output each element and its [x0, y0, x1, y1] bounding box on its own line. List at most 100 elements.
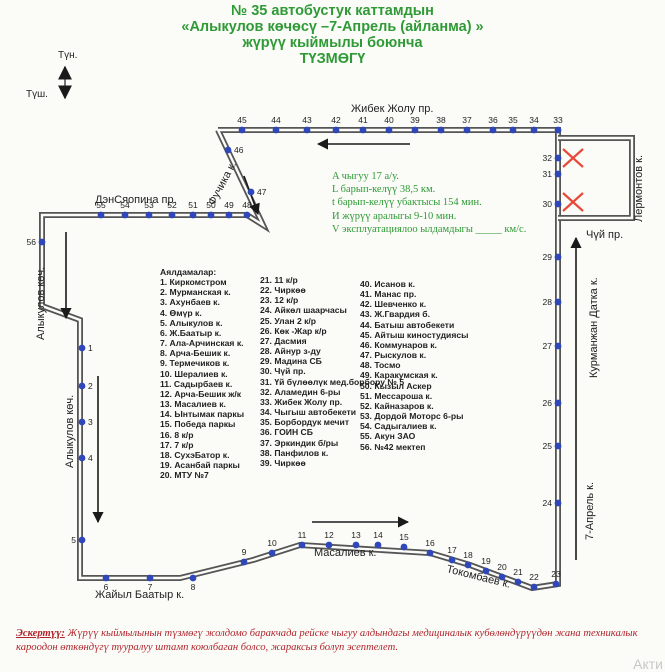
- stop-legend-item: 15. Победа паркы: [160, 419, 236, 430]
- stop-number-30: 30: [543, 199, 553, 209]
- stop-number-29: 29: [543, 252, 553, 262]
- stop-marker-39: [411, 126, 419, 134]
- stop-number-39: 39: [410, 115, 420, 125]
- footnote: Эскертүү: Жүрүү кыймылынын түзмөгү жолдо…: [16, 627, 641, 654]
- stop-marker-21: [514, 578, 522, 586]
- title-line-2: «Алыкулов көчөсү –7-Апрель (айланма) »: [181, 19, 484, 35]
- stop-number-36: 36: [488, 115, 498, 125]
- stop-marker-22: [530, 583, 538, 591]
- stop-legend-item: 13. Масалиев к.: [160, 399, 226, 410]
- stop-marker-11: [298, 541, 306, 549]
- stop-legend-item: 48. Тосмо: [360, 360, 401, 371]
- stop-number-24: 24: [543, 498, 553, 508]
- stop-number-34: 34: [529, 115, 539, 125]
- stop-legend-item: 46. Коммунаров к.: [360, 339, 437, 350]
- stop-marker-49: [225, 211, 233, 219]
- stop-legend-item: 47. Рыскулов к.: [360, 350, 427, 361]
- stops-legend-col-3: 40. Исанов к.41. Манас пр.42. Шевченко к…: [360, 279, 468, 452]
- stop-legend-item: 36. ГОИН СБ: [260, 427, 313, 438]
- stop-legend-item: 11. Садырбаев к.: [160, 378, 233, 389]
- stop-legend-item: 50. Кызыл Аскер: [360, 380, 432, 391]
- stop-number-9: 9: [242, 547, 247, 557]
- stop-legend-item: 21. 11 к/р: [260, 275, 298, 285]
- stop-marker-6: [102, 574, 110, 582]
- stop-number-20: 20: [497, 562, 507, 572]
- stop-number-2: 2: [88, 381, 93, 391]
- stop-number-23: 23: [551, 569, 561, 579]
- stop-legend-item: 2. Мурманская к.: [160, 287, 231, 298]
- stop-marker-32: [554, 154, 562, 162]
- street-alykulov-top: Алыкулов көч.: [35, 267, 47, 340]
- stop-number-4: 4: [88, 453, 93, 463]
- stop-number-6: 6: [104, 582, 109, 592]
- stop-marker-48: [243, 211, 251, 219]
- stop-marker-13: [352, 541, 360, 549]
- stop-legend-item: 49. Каракумская к.: [360, 370, 438, 381]
- stop-number-35: 35: [508, 115, 518, 125]
- stop-number-15: 15: [399, 532, 409, 542]
- stop-legend-item: 23. 12 к/р: [260, 295, 299, 306]
- stop-marker-45: [238, 126, 246, 134]
- stop-legend-item: 32. Аламедин 6-ры: [260, 386, 341, 397]
- stop-legend-item: 52. Кайназаров к.: [360, 400, 434, 411]
- stop-number-17: 17: [447, 545, 457, 555]
- title-line-1: № 35 автобустук каттамдын: [231, 3, 434, 19]
- stop-marker-9: [240, 558, 248, 566]
- watermark: Акти: [633, 656, 663, 672]
- stop-legend-item: 55. Акун ЗАО: [360, 431, 416, 442]
- stop-legend-item: 53. Дордой Моторс 6-ры: [360, 411, 464, 422]
- stop-marker-28: [554, 298, 562, 306]
- street-jaiyl: Жайыл Баатыр к.: [95, 589, 184, 601]
- stop-legend-item: 40. Исанов к.: [360, 279, 415, 289]
- stop-marker-10: [268, 549, 276, 557]
- stop-legend-item: 34. Чыгыш автобекети: [260, 407, 357, 418]
- stop-number-8: 8: [191, 582, 196, 592]
- stop-legend-item: 28. Айнур з-ду: [260, 346, 321, 357]
- stop-legend-item: 16. 8 к/р: [160, 429, 194, 440]
- stop-number-49: 49: [224, 200, 234, 210]
- stop-number-5: 5: [71, 535, 76, 545]
- stop-number-48: 48: [242, 200, 252, 210]
- stop-marker-25: [554, 442, 562, 450]
- stop-marker-41: [359, 126, 367, 134]
- stop-number-12: 12: [324, 530, 334, 540]
- stop-legend-item: 33. Жибек Жолу пр.: [260, 396, 343, 407]
- stop-legend-item: 17. 7 к/р: [160, 439, 194, 450]
- stop-marker-3: [78, 418, 86, 426]
- street-aprel: 7-Апрель к.: [584, 482, 596, 540]
- stop-number-37: 37: [462, 115, 472, 125]
- stop-marker-47: [247, 188, 255, 196]
- stop-marker-1: [78, 344, 86, 352]
- route-info-line: L барып-келүү 38,5 км.: [332, 184, 436, 196]
- stop-marker-37: [463, 126, 471, 134]
- stop-legend-item: 41. Манас пр.: [360, 289, 417, 300]
- street-masaliev: Масалиев к.: [314, 547, 376, 559]
- stop-legend-item: 51. Мессароша к.: [360, 390, 433, 401]
- stop-marker-51: [189, 211, 197, 219]
- street-den-siaopin: ДэнСяопина пр.: [95, 194, 177, 206]
- stop-legend-item: 7. Ала-Арчинская к.: [160, 338, 244, 349]
- stop-marker-12: [325, 541, 333, 549]
- street-alykulov-bottom: Алыкулов көч.: [64, 395, 76, 468]
- stop-number-28: 28: [543, 297, 553, 307]
- stop-marker-33: [554, 126, 562, 134]
- street-chui: Чүй пр.: [586, 229, 623, 241]
- stop-number-43: 43: [302, 115, 312, 125]
- stop-legend-item: 38. Панфилов к.: [260, 447, 329, 458]
- stop-marker-43: [303, 126, 311, 134]
- stop-number-40: 40: [384, 115, 394, 125]
- stop-marker-27: [554, 342, 562, 350]
- stop-marker-14: [374, 541, 382, 549]
- stop-marker-5: [78, 536, 86, 544]
- stop-number-44: 44: [271, 115, 281, 125]
- stop-legend-item: 8. Арча-Бешик к.: [160, 348, 231, 359]
- stop-number-31: 31: [543, 169, 553, 179]
- stop-legend-item: 9. Термечиков к.: [160, 358, 230, 369]
- stop-number-1: 1: [88, 343, 93, 353]
- stop-marker-23: [552, 580, 560, 588]
- stop-marker-54: [121, 211, 129, 219]
- route-outline: [39, 127, 635, 592]
- stop-legend-item: 27. Дасмия: [260, 335, 307, 346]
